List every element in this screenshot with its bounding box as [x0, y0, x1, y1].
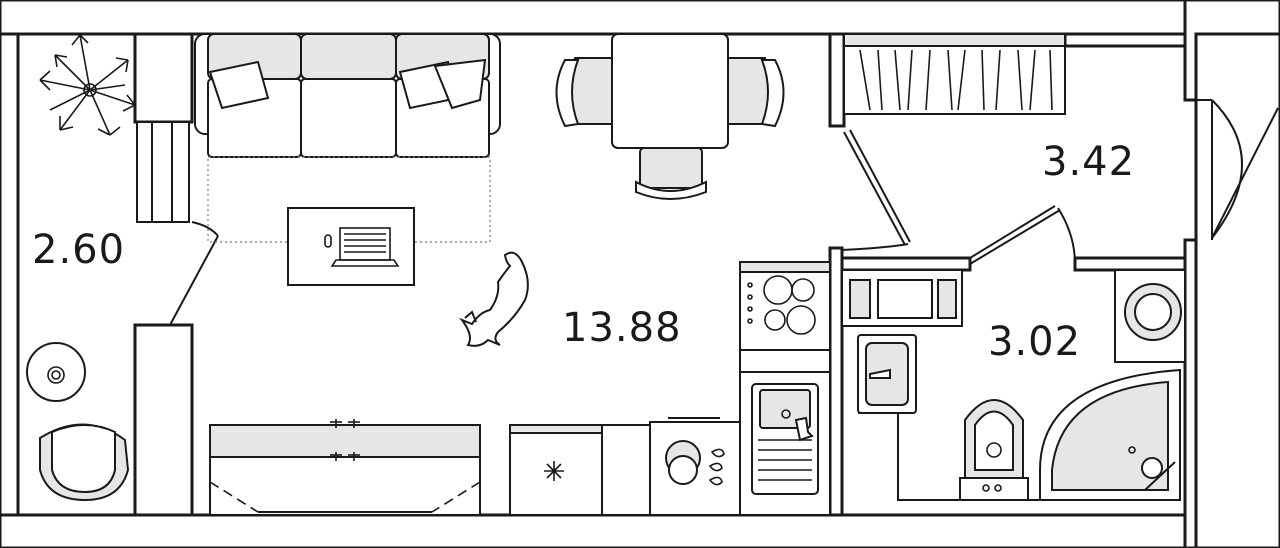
dining-table-icon [555, 33, 785, 200]
bathroom-door [969, 205, 1076, 265]
washbasin-icon [857, 334, 917, 414]
kitchen-cabinet [601, 424, 651, 516]
balcony-door [169, 221, 219, 326]
inner-walls [133, 32, 1187, 517]
balcony-chair-icon [39, 423, 130, 502]
bed-icon [209, 419, 481, 516]
balcony-table-icon [26, 342, 86, 402]
hallway-door [841, 129, 911, 251]
washing-machine-icon [1114, 269, 1186, 363]
wardrobe-icon [843, 33, 1066, 115]
entrance-door [1185, 99, 1279, 240]
bathroom-cabinet-icon [841, 269, 963, 327]
bathroom-area-label: 3.02 [988, 319, 1082, 365]
toilet-icon [959, 399, 1029, 501]
sink-icon [739, 371, 831, 516]
laptop-icon [287, 207, 415, 286]
plant-icon [39, 34, 136, 136]
balcony-area-label: 2.60 [32, 227, 126, 273]
fridge-icon [509, 424, 603, 516]
sofa-icon [194, 33, 501, 158]
cat-icon [459, 251, 529, 347]
stove-icon [739, 261, 831, 373]
dishwasher-icon [649, 417, 741, 516]
hallway-area-label: 3.42 [1042, 139, 1136, 185]
carpet [207, 156, 491, 243]
living-room-area-label: 13.88 [562, 305, 682, 351]
shower-icon [1039, 368, 1181, 501]
